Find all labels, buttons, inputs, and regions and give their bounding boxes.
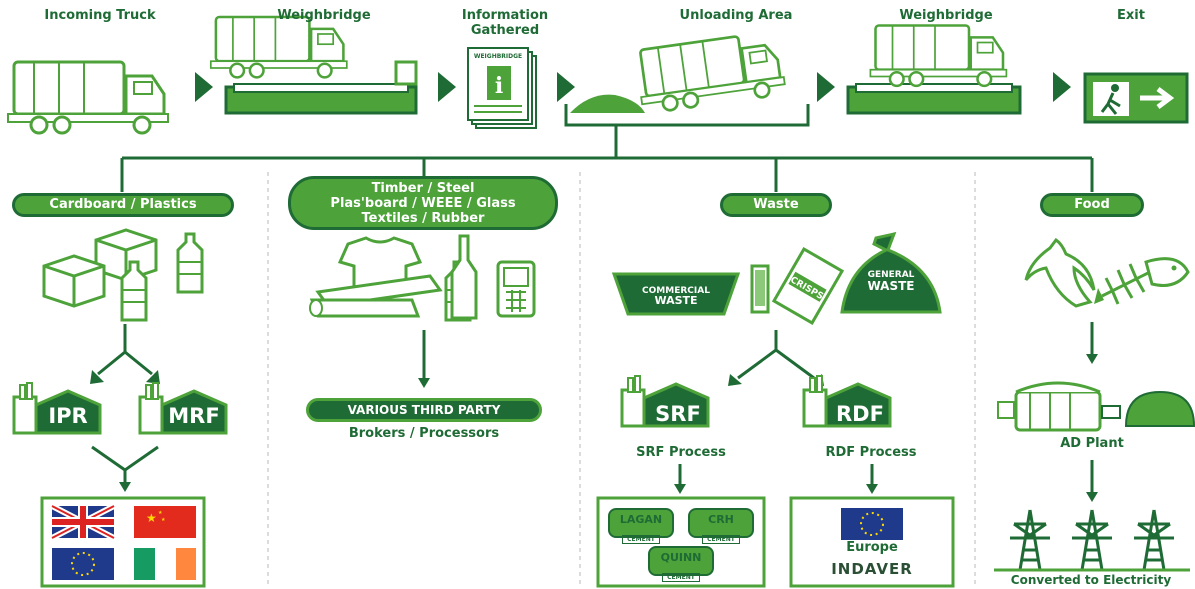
truck-icon — [6, 60, 170, 135]
flow-arrow — [557, 72, 575, 102]
crh-label: CRH — [708, 513, 734, 526]
converted-electricity-label: Converted to Electricity — [1010, 573, 1172, 587]
commercial-waste-label: COMMERCIAL WASTE — [624, 286, 728, 306]
pylon-icon — [1070, 508, 1114, 572]
cement-tag: CEMENT — [622, 535, 660, 544]
document-title: WEIGHBRIDGE — [473, 53, 523, 60]
category-timber-line3: Textiles / Rubber — [361, 211, 485, 226]
dump-truck-icon — [570, 29, 788, 116]
category-timber-line2: Plas'board / WEEE / Glass — [330, 196, 516, 211]
exit-label: Exit — [1117, 8, 1145, 23]
lagan-cement-badge: LAGAN CEMENT — [608, 508, 674, 544]
document-icon: i — [467, 47, 537, 129]
crh-cement-badge: CRH CEMENT — [688, 508, 754, 544]
uk-flag-icon — [50, 503, 116, 541]
europe-label: Europe — [846, 540, 898, 555]
weighbridge-label: Weighbridge — [899, 8, 993, 23]
fishbone-icon — [1094, 257, 1190, 305]
timber-icon — [309, 274, 443, 318]
ad-plant-label: AD Plant — [1060, 436, 1124, 451]
rdf-label: RDF — [836, 402, 884, 426]
gathered-label: Gathered — [470, 23, 540, 38]
category-food: Food — [1040, 193, 1144, 217]
china-flag-icon: ★ ★ ★ — [134, 506, 196, 538]
pylon-icon — [1008, 508, 1052, 572]
flow-arrow — [1053, 72, 1071, 102]
third-party-badge: VARIOUS THIRD PARTY — [306, 398, 542, 422]
flow-arrow — [195, 72, 213, 102]
flow-arrow — [817, 72, 835, 102]
banana-icon — [1024, 237, 1096, 308]
commercial-label-line1: COMMERCIAL — [642, 286, 710, 296]
svg-text:★: ★ — [146, 511, 157, 525]
bracket-line — [564, 104, 810, 127]
incoming-truck-label: Incoming Truck — [44, 8, 156, 23]
quinn-label: QUINN — [660, 551, 702, 564]
cement-tag: CEMENT — [662, 573, 700, 582]
svg-text:i: i — [495, 73, 503, 99]
eu-flag-icon — [841, 508, 903, 540]
general-label-line2: WASTE — [867, 279, 915, 293]
ipr-label: IPR — [48, 404, 88, 428]
cement-tag: CEMENT — [702, 535, 740, 544]
srf-label: SRF — [655, 402, 701, 426]
indaver-label: INDAVER — [831, 560, 913, 578]
crisps-icon: CRISPS — [771, 246, 845, 326]
phone-icon — [496, 260, 536, 318]
category-timber-line1: Timber / Steel — [371, 181, 475, 196]
ad-plant-icon — [997, 381, 1195, 432]
connector-lines — [120, 125, 1094, 192]
svg-text:★: ★ — [158, 510, 163, 516]
general-label-line1: GENERAL — [867, 270, 915, 280]
commercial-label-line2: WASTE — [654, 294, 698, 307]
category-waste: Waste — [720, 193, 832, 217]
mrf-label: MRF — [168, 404, 220, 428]
srf-process-label: SRF Process — [636, 445, 726, 460]
category-cardboard-plastics: Cardboard / Plastics — [12, 193, 234, 217]
skip-icon — [611, 272, 741, 316]
weighbridge-label: Weighbridge — [277, 8, 371, 23]
svg-text:★: ★ — [161, 517, 166, 523]
pylon-icon — [1132, 508, 1176, 572]
eu-flag-icon — [52, 548, 114, 580]
weighbridge-icon — [846, 24, 1022, 115]
information-label: Information — [461, 8, 549, 23]
unloading-area-label: Unloading Area — [679, 8, 793, 23]
lagan-label: LAGAN — [619, 513, 663, 526]
general-waste-label: GENERAL WASTE — [852, 270, 930, 292]
rdf-process-label: RDF Process — [825, 445, 917, 460]
ireland-flag-icon — [134, 548, 196, 580]
bottle-icon — [444, 234, 478, 322]
exit-sign-icon — [1083, 72, 1189, 124]
bin-bag-icon — [840, 231, 942, 314]
can-icon — [750, 264, 770, 314]
weighbridge-icon — [209, 15, 418, 115]
category-timber-steel: Timber / Steel Plas'board / WEEE / Glass… — [288, 176, 558, 230]
flow-arrow — [438, 72, 456, 102]
quinn-cement-badge: QUINN CEMENT — [648, 546, 714, 582]
brokers-label: Brokers / Processors — [348, 426, 500, 441]
